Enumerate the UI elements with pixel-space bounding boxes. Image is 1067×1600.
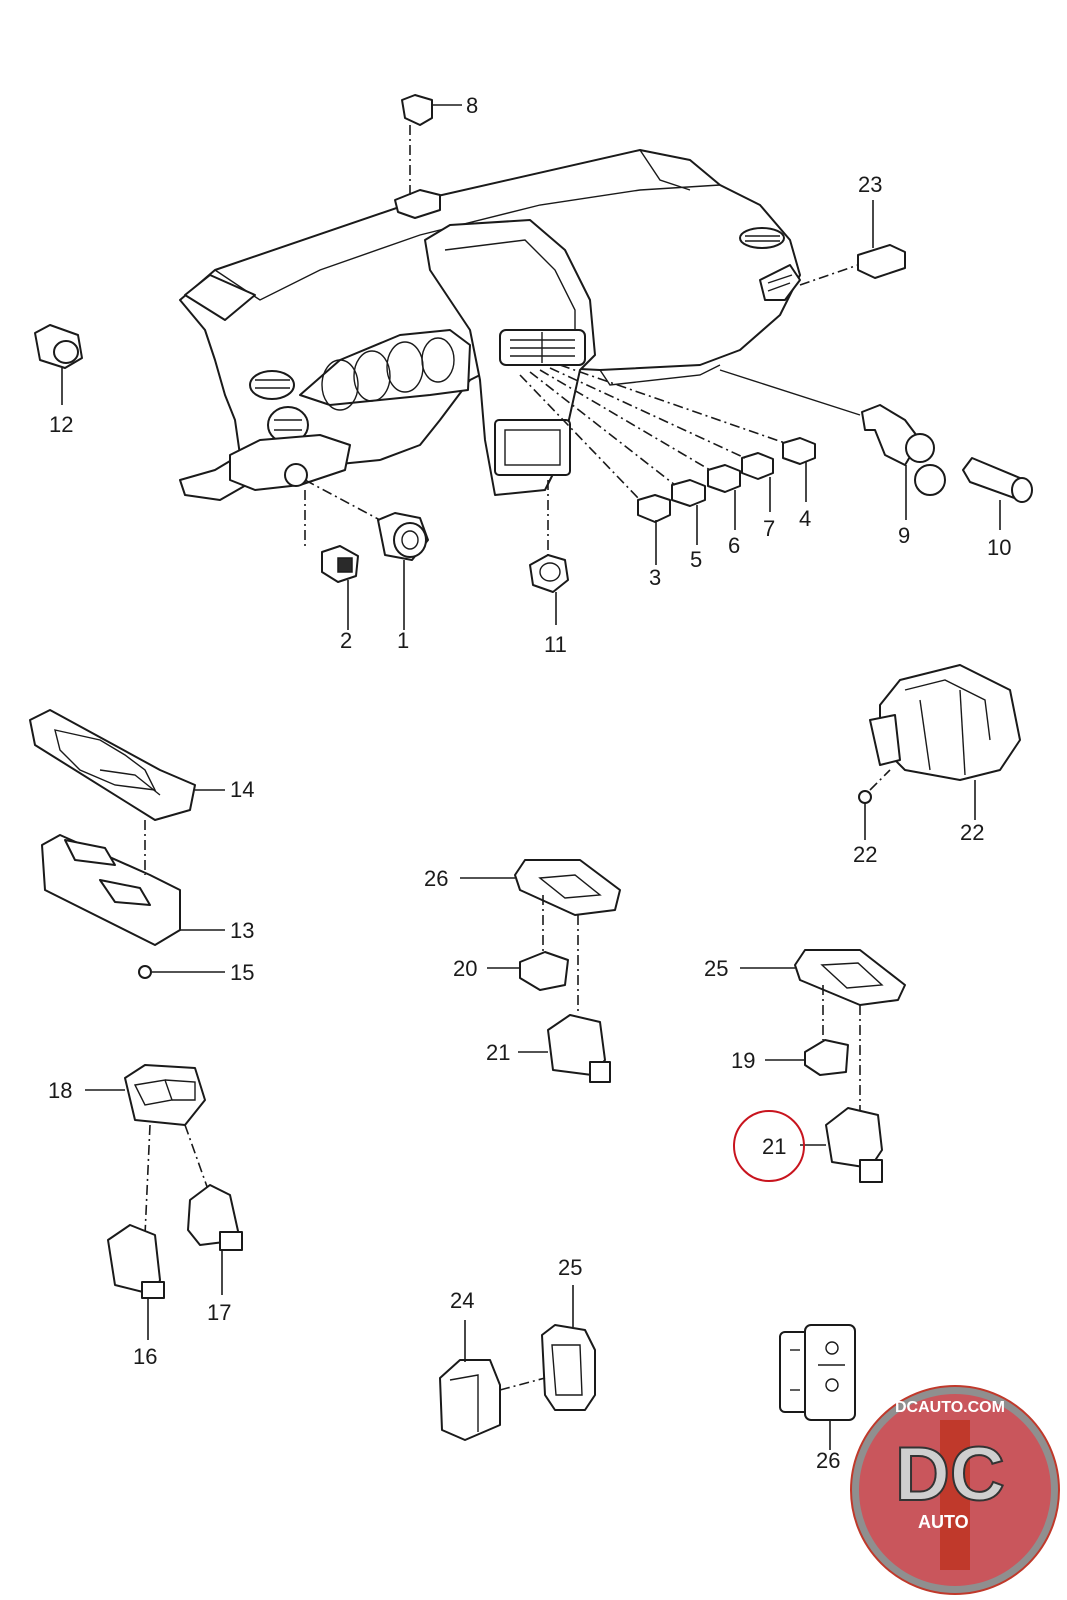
callout-10: 10: [987, 535, 1011, 560]
part-18: [85, 1064, 211, 1236]
callout-22b: 25: [704, 956, 728, 981]
part-8: [401, 94, 462, 195]
part-16: [107, 1224, 165, 1340]
callout-16: 16: [133, 1344, 157, 1369]
callout-24: 22: [853, 842, 877, 867]
part-22-mid: [460, 859, 621, 1015]
callout-15: 15: [230, 960, 254, 985]
callout-6: 6: [728, 533, 740, 558]
part-5: [529, 371, 706, 545]
logo-mark-text: DC: [895, 1432, 1005, 1517]
part-15: [138, 965, 225, 979]
callout-3: 3: [649, 565, 661, 590]
callout-12: 12: [49, 412, 73, 437]
callout-5: 5: [690, 547, 702, 572]
callout-13: 13: [230, 918, 254, 943]
callout-26: 24: [450, 1288, 474, 1313]
callout-21a: 21: [486, 1040, 510, 1065]
callout-4: 4: [799, 506, 811, 531]
callout-7: 7: [763, 516, 775, 541]
callout-19: 19: [731, 1048, 755, 1073]
part-19: [765, 1039, 849, 1076]
part-13: [41, 820, 225, 946]
part-27: [499, 1285, 596, 1411]
part-23: [869, 664, 1021, 820]
callout-25: 23: [858, 172, 882, 197]
part-6: [539, 369, 741, 530]
part-4: [559, 364, 816, 502]
callout-14: 14: [230, 777, 254, 802]
callout-2: 2: [340, 628, 352, 653]
part-1: [304, 479, 429, 630]
callout-17: 17: [207, 1300, 231, 1325]
part-12: [34, 324, 83, 405]
callout-11: 11: [544, 632, 567, 657]
callout-22a: 26: [424, 866, 448, 891]
logo-sub-text: AUTO: [918, 1512, 969, 1532]
callout-1: 1: [397, 628, 409, 653]
callout-23: 22: [960, 820, 984, 845]
callout-28: 26: [816, 1448, 840, 1473]
part-2: [304, 490, 359, 630]
callout-21b: 21: [762, 1134, 786, 1159]
part-7: [549, 367, 774, 512]
part-28: [779, 1324, 856, 1450]
part-24: [858, 769, 891, 840]
part-20: [487, 951, 569, 991]
part-9: [861, 404, 946, 520]
part-10: [962, 457, 1033, 530]
logo-site-text: DCAUTO.COM: [895, 1399, 1005, 1416]
callout-8: 8: [466, 93, 478, 118]
part-17: [187, 1184, 243, 1295]
part-21-right: [733, 1107, 883, 1183]
callout-18: 18: [48, 1078, 72, 1103]
dcauto-logo: DCAUTO.COM DC AUTO: [850, 1385, 1060, 1595]
part-3: [519, 374, 671, 565]
callout-labels: 8 23 12 4 7 6 9 10 5 3 2 1 11 14 22 22 2…: [48, 93, 1011, 1473]
part-21-mid: [518, 1014, 611, 1083]
part-26: [439, 1320, 501, 1441]
dashboard-assembly: [179, 149, 861, 501]
part-22-right: [740, 949, 906, 1110]
callout-27: 25: [558, 1255, 582, 1280]
part-14: [29, 709, 225, 821]
callout-20: 20: [453, 956, 477, 981]
part-11: [529, 480, 569, 625]
highlight-circle: [733, 1110, 805, 1182]
part-25: [799, 200, 906, 286]
callout-9: 9: [898, 523, 910, 548]
